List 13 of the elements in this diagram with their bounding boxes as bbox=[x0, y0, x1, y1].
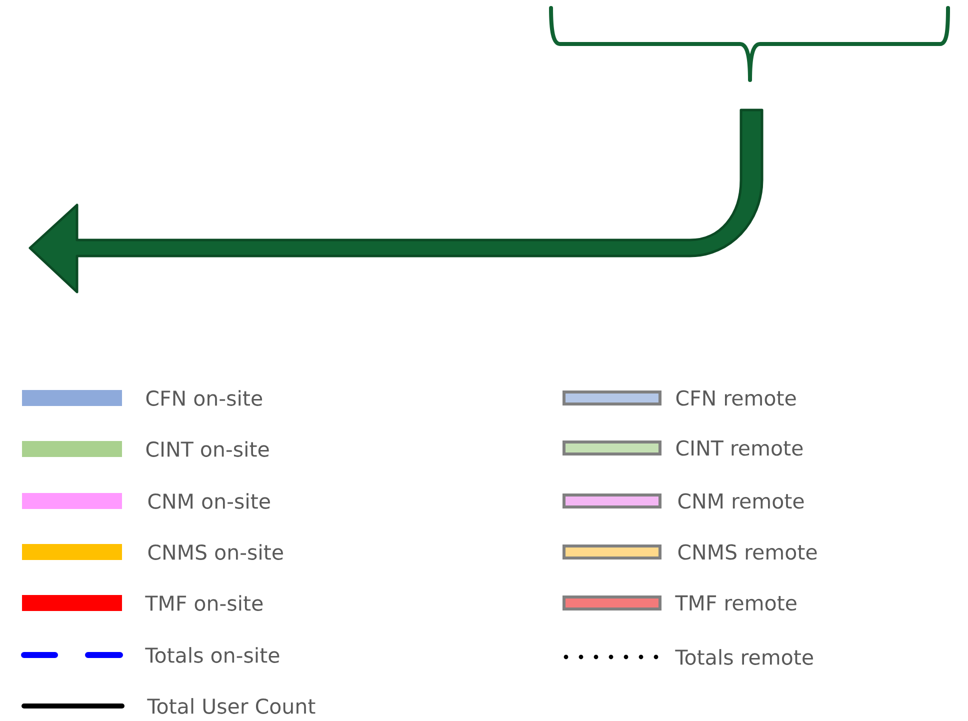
legend-label: CFN on-site bbox=[146, 390, 262, 406]
legend-label: CINT on-site bbox=[146, 441, 269, 457]
legend-label: Totals on-site bbox=[145, 647, 280, 663]
legend-label: CNM remote bbox=[678, 493, 804, 509]
legend-label: CINT remote bbox=[676, 440, 803, 456]
legend-label: CFN remote bbox=[676, 390, 796, 406]
legend-label: Total User Count bbox=[147, 698, 316, 714]
legend-label: TMF remote bbox=[675, 595, 796, 611]
legend-label: Totals remote bbox=[675, 649, 813, 665]
legend-label: CNMS on-site bbox=[148, 544, 283, 560]
legend-label: TMF on-site bbox=[145, 595, 263, 611]
legend-label: CNMS remote bbox=[678, 544, 817, 560]
legend-label: CNM on-site bbox=[148, 493, 270, 509]
